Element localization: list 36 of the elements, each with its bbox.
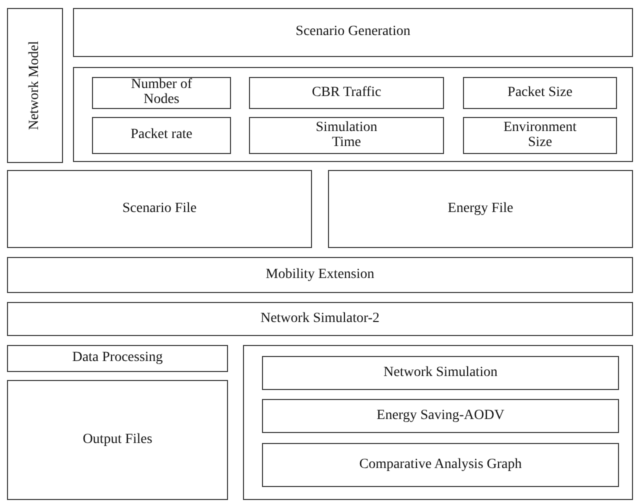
parameter-box: [249, 117, 444, 154]
result-panel: [243, 345, 633, 500]
layer-box: [7, 257, 633, 293]
file-box: [7, 170, 312, 248]
box-label: Energy Saving-AODV: [376, 408, 506, 424]
parameter-box: [249, 77, 444, 109]
box-label: CBR Traffic: [310, 86, 382, 100]
parameter-panel: [73, 67, 633, 162]
box-label: Packet Size: [506, 86, 574, 100]
box-label: Scenario File: [121, 202, 198, 216]
box-label: Simulation Time: [314, 120, 378, 150]
file-box: [328, 170, 633, 248]
box-label: Scenario Generation: [294, 25, 412, 40]
parameter-box: [463, 77, 617, 109]
box-label: Environment Size: [502, 120, 578, 150]
box-label: Number of Nodes: [130, 78, 194, 108]
box-label: Data Processing: [71, 351, 164, 366]
box-label: Packet rate: [130, 128, 194, 143]
side-panel: [7, 8, 63, 163]
header-box: [73, 8, 633, 57]
result-box: [262, 443, 619, 487]
box-label: Output Files: [82, 432, 154, 448]
box-label: Network Simulator-2: [259, 312, 381, 326]
process-box: [7, 345, 228, 372]
layer-box: [7, 302, 633, 336]
box-label: Energy File: [446, 202, 514, 216]
box-label: Comparative Analysis Graph: [358, 458, 523, 472]
parameter-box: [92, 117, 231, 154]
result-box: [262, 356, 619, 390]
parameter-box: [92, 77, 231, 109]
box-label: Mobility Extension: [264, 268, 376, 282]
result-box: [262, 399, 619, 433]
box-label: Network Model: [28, 40, 42, 130]
output-box: [7, 380, 228, 500]
parameter-box: [463, 117, 617, 154]
box-label: Network Simulation: [382, 366, 498, 380]
